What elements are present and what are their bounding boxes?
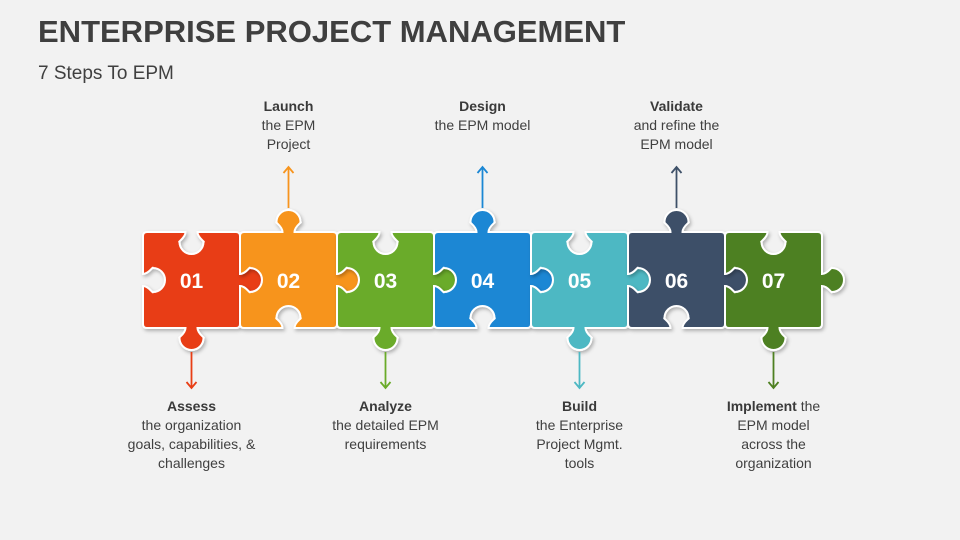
step-number-03: 03 [374,270,397,293]
step-label-05: Build the Enterprise Project Mgmt. tools [525,397,635,473]
step-heading: Build [562,398,597,414]
step-label-06: Validate and refine the EPM model [622,97,732,154]
puzzle-piece-03 [336,231,457,351]
arrow-up-icon [282,165,295,208]
step-description: the organization goals, capabilities, & … [127,417,256,471]
page-subtitle: 7 Steps To EPM [38,63,174,84]
step-label-04: Design the EPM model [423,97,543,135]
step-description: the EPM model [434,117,531,133]
step-description: the EPM Project [261,117,316,152]
step-heading: Validate [650,98,703,114]
puzzle-piece-05 [530,231,651,351]
step-heading: Design [459,98,506,114]
step-number-07: 07 [762,270,785,293]
step-number-05: 05 [568,270,592,293]
arrow-up-icon [476,165,489,208]
step-label-03: Analyze the detailed EPM requirements [326,397,446,454]
step-number-06: 06 [665,270,688,293]
puzzle-piece-02 [239,209,360,329]
arrow-up-icon [670,165,683,208]
puzzle-piece-07 [724,231,845,351]
arrow-down-icon [573,352,586,390]
puzzle-piece-06 [627,209,748,329]
step-heading: Analyze [359,398,412,414]
step-heading: Assess [166,398,217,414]
step-label-02: Launch the EPM Project [254,97,324,154]
step-label-07: Implement the EPM model across the organ… [721,397,826,473]
page-title: ENTERPRISE PROJECT MANAGEMENT [38,14,626,49]
step-number-02: 02 [277,270,300,293]
puzzle-piece-01 [142,231,263,351]
step-description: the Enterprise Project Mgmt. tools [535,417,624,471]
step-description: and refine the EPM model [633,117,720,152]
arrow-down-icon [767,352,780,390]
step-description: the EPM model across the organization [735,398,821,471]
arrow-down-icon [185,352,198,390]
step-number-04: 04 [471,270,495,293]
step-heading: Implement [726,398,797,414]
step-label-01: Assess the organization goals, capabiliti… [122,397,262,473]
puzzle-piece-04 [433,209,554,329]
step-heading: Launch [263,98,314,114]
step-number-01: 01 [180,270,204,293]
arrow-down-icon [379,352,392,390]
step-description: the detailed EPM requirements [332,417,439,452]
